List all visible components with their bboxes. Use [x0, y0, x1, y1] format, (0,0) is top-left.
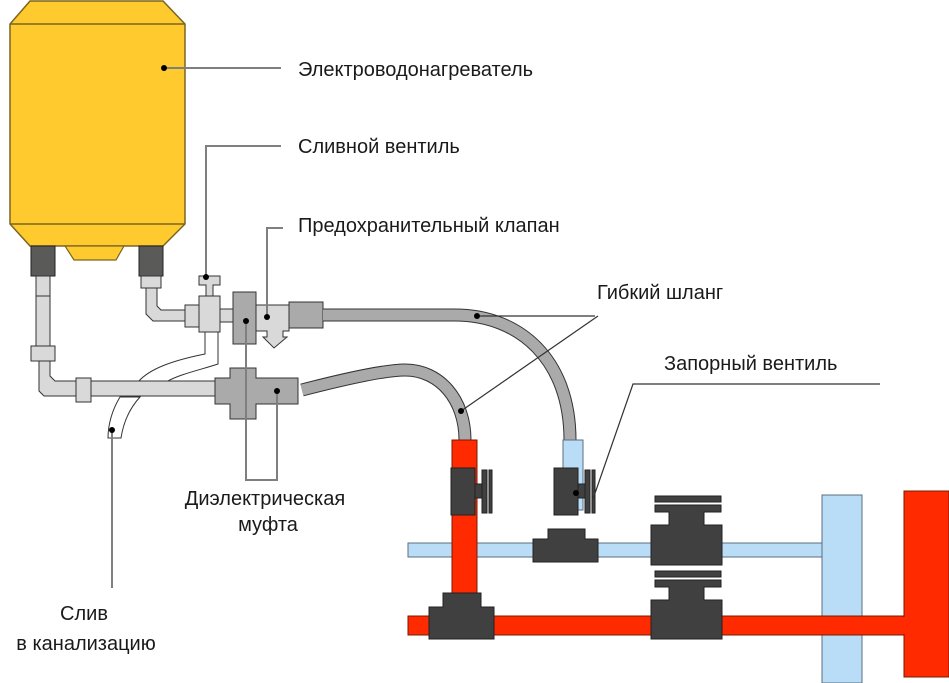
dielectric-coupling-top: [232, 291, 257, 345]
leader-hose-lower: [460, 315, 599, 412]
leader-dots: [109, 65, 579, 496]
pipe-cover: [40, 362, 49, 376]
dielectric-tee: [214, 367, 299, 420]
dot-shutoff: [573, 490, 579, 496]
leader-lines: [111, 67, 880, 588]
main-valve-cold: [650, 495, 723, 566]
valve-handwheel[interactable]: [654, 570, 722, 578]
valve-handwheel[interactable]: [654, 495, 722, 503]
hot-riser: [903, 490, 949, 678]
heater-bottom-cap: [63, 245, 126, 261]
label-flex-hose: Гибкий шланг: [597, 282, 723, 304]
valve-body: [450, 467, 476, 516]
hot-branch-up: [451, 439, 478, 611]
safety-valve: [255, 301, 324, 349]
label-heater: Электроводонагреватель: [298, 59, 533, 81]
label-drain-valve: Сливной вентиль: [298, 136, 460, 158]
cold-inlet-pipe: [30, 275, 216, 403]
drain-hose-outer: [137, 332, 206, 383]
water-heater: [9, 0, 186, 277]
hot-tee-fitting: [428, 592, 495, 640]
dot-hose-lower: [458, 408, 464, 414]
dot-drain: [109, 427, 115, 433]
flexible-hoses: [300, 308, 577, 441]
valve-body: [650, 504, 723, 566]
shutoff-valve-hot: [450, 467, 493, 516]
hose-connector-top: [288, 301, 324, 329]
heater-body: [9, 0, 186, 247]
valve-body: [650, 579, 723, 640]
label-drain-2: в канализацию: [16, 633, 155, 655]
dot-safety-valve: [264, 314, 270, 320]
label-shutoff-valve: Запорный вентиль: [664, 353, 837, 375]
leader-dielectric: [245, 320, 278, 481]
dot-dielectric-tee: [274, 388, 280, 394]
drain-valve-handle: [198, 275, 221, 297]
valve-handle[interactable]: [481, 469, 488, 514]
dot-hose-upper: [474, 313, 480, 319]
tee-side-stub: [184, 304, 201, 328]
drain-outlet: [107, 396, 142, 439]
valve-handle-edge: [591, 469, 596, 514]
dot-heater: [161, 65, 167, 71]
label-dielectric-1: Диэлектрическая: [185, 488, 345, 510]
leader-shutoff: [592, 383, 880, 500]
dot-dielectric-top: [243, 318, 249, 324]
label-safety-valve: Предохранительный клапан: [298, 215, 560, 237]
pipe-elbow-right: [145, 287, 187, 322]
pipe-nut: [140, 275, 162, 289]
hot-riser-cover: [860, 617, 906, 634]
cold-tee-fitting: [532, 528, 599, 563]
drain-valve: [198, 275, 235, 333]
heater-left-nipple: [30, 245, 56, 277]
cold-riser: [821, 494, 863, 683]
drain-hose-inner: [165, 332, 219, 383]
pipe-coupling-2: [75, 377, 92, 403]
leader-safety-valve: [266, 227, 283, 317]
leader-drain-valve: [205, 145, 281, 277]
heater-right-nipple: [138, 245, 164, 277]
cold-riser-cover: [823, 617, 861, 634]
pipe-coupling-1: [30, 345, 56, 362]
label-dielectric-2: муфта: [238, 514, 299, 536]
label-drain-1: Слив: [60, 603, 108, 625]
flex-hose-lower-fill: [300, 364, 471, 441]
drain-valve-outlet: [219, 308, 235, 323]
dielectric-tee-body: [214, 367, 299, 420]
flex-hose-upper-fill: [323, 309, 576, 441]
drain-hoses: [107, 332, 219, 439]
dot-drain-valve: [203, 274, 209, 280]
hot-outlet-pipe: [140, 275, 201, 328]
drain-valve-body: [198, 295, 221, 333]
valve-handle-edge: [488, 469, 493, 514]
shutoff-valve-cold: [553, 467, 596, 516]
main-valve-hot: [650, 570, 723, 640]
valve-handle[interactable]: [584, 469, 591, 514]
safety-valve-body: [255, 304, 290, 349]
